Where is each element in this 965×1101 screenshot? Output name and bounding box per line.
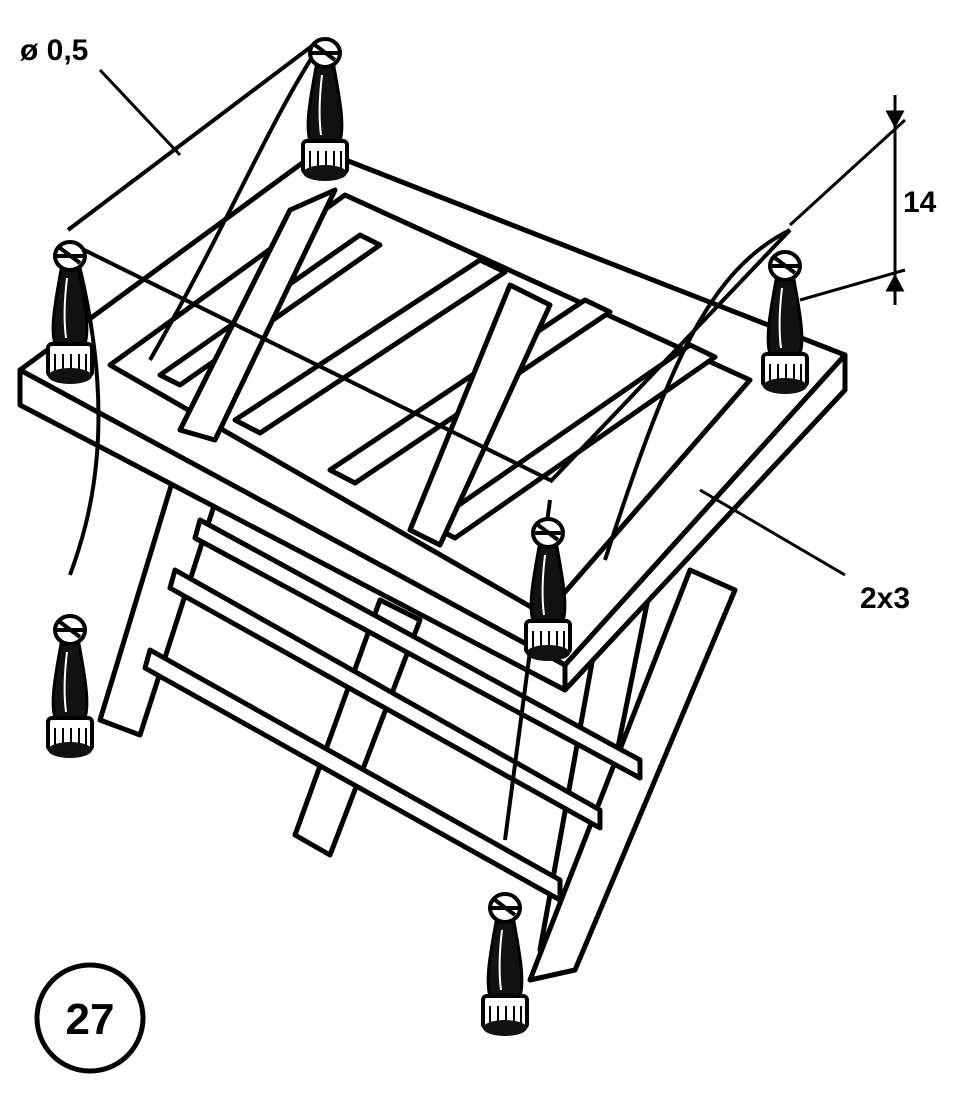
step-number-label: 27	[66, 995, 115, 1044]
annotation-lines	[98, 68, 907, 577]
dimension-extension-top	[788, 118, 907, 227]
section-leader	[699, 488, 846, 577]
dimension-extension-bottom	[799, 268, 906, 302]
wire-diameter-label: ø 0,5	[20, 34, 88, 67]
step-number-badge: 27	[34, 962, 146, 1074]
dimension-arrow-bottom	[885, 273, 905, 292]
lower-rail-3	[192, 517, 643, 781]
lower-rail-1	[142, 647, 563, 903]
turned-post-icon	[761, 250, 809, 396]
dimension-arrow-top	[885, 110, 905, 129]
top-frame	[17, 147, 848, 693]
wire-rails	[66, 38, 792, 841]
turned-post-icon	[481, 892, 529, 1038]
height-dimension-label: 14	[903, 186, 937, 219]
beam-section-label: 2x3	[860, 582, 910, 615]
turned-post-icon	[46, 240, 94, 386]
lower-rail-2	[167, 567, 603, 831]
cross-member-1	[177, 187, 338, 443]
frame-side-edge	[562, 352, 848, 693]
turned-post-icon	[46, 614, 94, 760]
cross-member-2	[407, 282, 553, 548]
inner-beam-2	[232, 257, 508, 436]
wire-diameter-leader	[98, 68, 182, 157]
